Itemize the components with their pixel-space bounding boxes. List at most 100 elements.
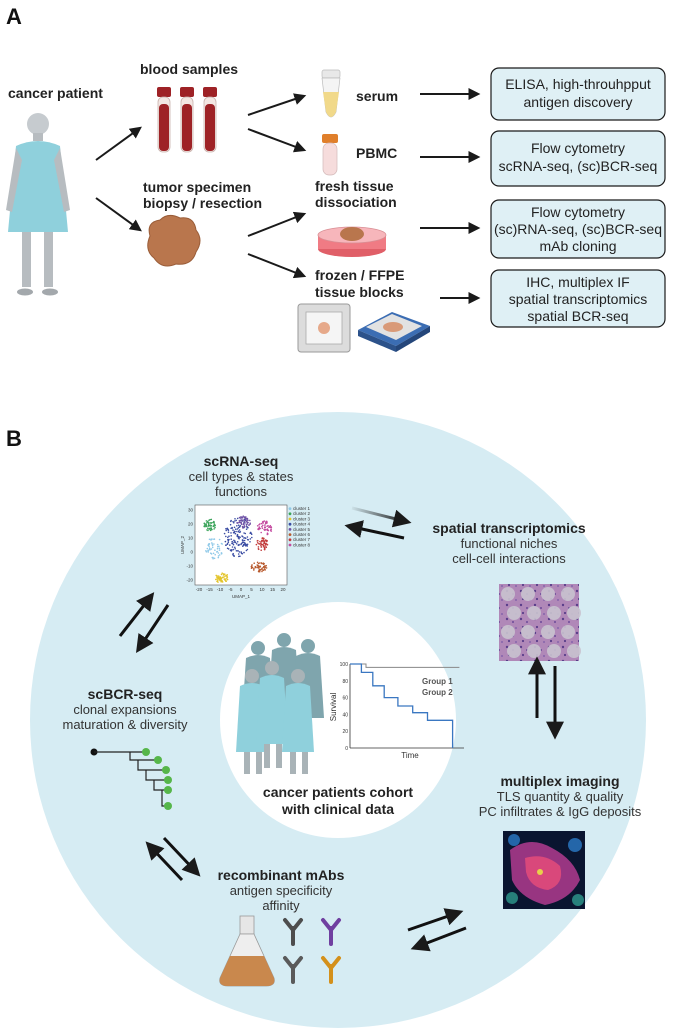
spatial-spot xyxy=(527,606,541,620)
umap-point xyxy=(246,521,248,524)
umap-point xyxy=(257,539,259,542)
umap-point xyxy=(223,532,226,535)
antibody-icon xyxy=(321,956,341,984)
umap-xtick-label: -20 xyxy=(196,587,203,592)
umap-point xyxy=(263,547,266,549)
arrows-mabs-multiplex xyxy=(407,908,467,952)
umap-point xyxy=(256,561,259,564)
umap-point xyxy=(223,573,225,576)
umap-point xyxy=(231,540,233,543)
umap-point xyxy=(226,547,229,550)
spatial-spot xyxy=(567,644,581,658)
spatial-spot xyxy=(547,644,561,658)
umap-point xyxy=(236,533,239,536)
umap-point xyxy=(208,538,211,541)
umap-point xyxy=(241,519,243,522)
umap-point xyxy=(246,523,249,525)
umap-point xyxy=(227,541,230,543)
umap-point xyxy=(233,530,236,533)
umap-point xyxy=(238,529,241,531)
umap-point xyxy=(225,529,227,532)
umap-point xyxy=(211,538,213,540)
umap-point xyxy=(246,545,248,547)
umap-point xyxy=(216,576,218,579)
umap-point xyxy=(243,551,245,554)
umap-legend-swatch xyxy=(288,528,292,531)
umap-point xyxy=(237,524,240,526)
umap-point xyxy=(225,544,227,546)
mabs-line: affinity xyxy=(262,898,300,913)
frozen-label-1: frozen / FFPE xyxy=(315,267,404,283)
umap-point xyxy=(221,572,223,574)
umap-point xyxy=(250,533,253,535)
arrows-scrna-spatial xyxy=(344,506,412,540)
umap-ytick-label: -20 xyxy=(186,578,193,583)
box-line: Flow cytometry xyxy=(531,140,625,156)
blood-samples-label: blood samples xyxy=(140,61,238,77)
umap-point xyxy=(260,531,263,534)
umap-point xyxy=(254,566,257,569)
umap-point xyxy=(257,548,260,550)
umap-point xyxy=(266,533,269,536)
umap-point xyxy=(241,525,244,528)
umap-point xyxy=(264,545,267,547)
arrows-scbcr-scrna xyxy=(118,592,170,653)
umap-point xyxy=(263,520,266,522)
umap-point xyxy=(219,579,221,582)
umap-point xyxy=(251,536,253,539)
umap-point xyxy=(219,576,222,578)
umap-point xyxy=(260,549,263,551)
box-line: spatial transcriptomics xyxy=(509,291,648,307)
umap-point xyxy=(265,564,268,567)
box-line: (sc)RNA-seq, (sc)BCR-seq xyxy=(494,221,662,237)
blood-tube xyxy=(180,87,194,153)
umap-point xyxy=(257,546,260,548)
culture-flask xyxy=(219,915,275,987)
umap-point xyxy=(206,522,208,524)
umap-legend-swatch xyxy=(288,543,292,547)
umap-point xyxy=(256,525,259,527)
panel-b-label: B xyxy=(6,426,22,451)
umap-point xyxy=(233,522,235,524)
umap-point xyxy=(226,577,228,579)
umap-point xyxy=(243,532,245,534)
umap-point xyxy=(250,567,253,569)
umap-point xyxy=(226,543,229,545)
umap-point xyxy=(246,519,249,521)
umap-point xyxy=(229,544,231,546)
spatial-spot xyxy=(521,587,535,601)
umap-point xyxy=(232,548,235,551)
umap-point xyxy=(237,553,240,555)
umap-point xyxy=(237,550,239,552)
scrna-line: cell types & states xyxy=(189,469,294,484)
umap-point xyxy=(213,523,215,525)
umap-xtick-label: 15 xyxy=(270,587,276,592)
km-xlabel: Time xyxy=(401,751,419,760)
umap-point xyxy=(229,523,232,526)
umap-point xyxy=(253,569,255,571)
umap-point xyxy=(234,528,237,530)
umap-point xyxy=(218,538,221,541)
umap-point xyxy=(220,573,223,576)
umap-point xyxy=(208,545,210,547)
km-ytick-label: 20 xyxy=(342,729,348,735)
umap-point xyxy=(216,543,219,546)
umap-point xyxy=(236,528,239,530)
umap-point xyxy=(234,518,236,520)
culture-dish xyxy=(317,226,387,257)
umap-point xyxy=(205,524,207,526)
umap-point xyxy=(218,554,221,556)
umap-point xyxy=(261,570,263,573)
blood-tubes xyxy=(157,87,217,153)
umap-point xyxy=(234,532,237,535)
umap-point xyxy=(263,544,265,547)
umap-point xyxy=(257,566,260,569)
umap-legend-swatch xyxy=(288,512,292,516)
umap-xtick-label: 5 xyxy=(250,587,253,592)
umap-point xyxy=(262,537,264,539)
umap-point xyxy=(207,549,210,551)
umap-point xyxy=(246,543,249,546)
spatial-line: cell-cell interactions xyxy=(452,551,566,566)
umap-legend-entry: cluster 2 xyxy=(293,511,311,516)
umap-point xyxy=(205,550,207,552)
